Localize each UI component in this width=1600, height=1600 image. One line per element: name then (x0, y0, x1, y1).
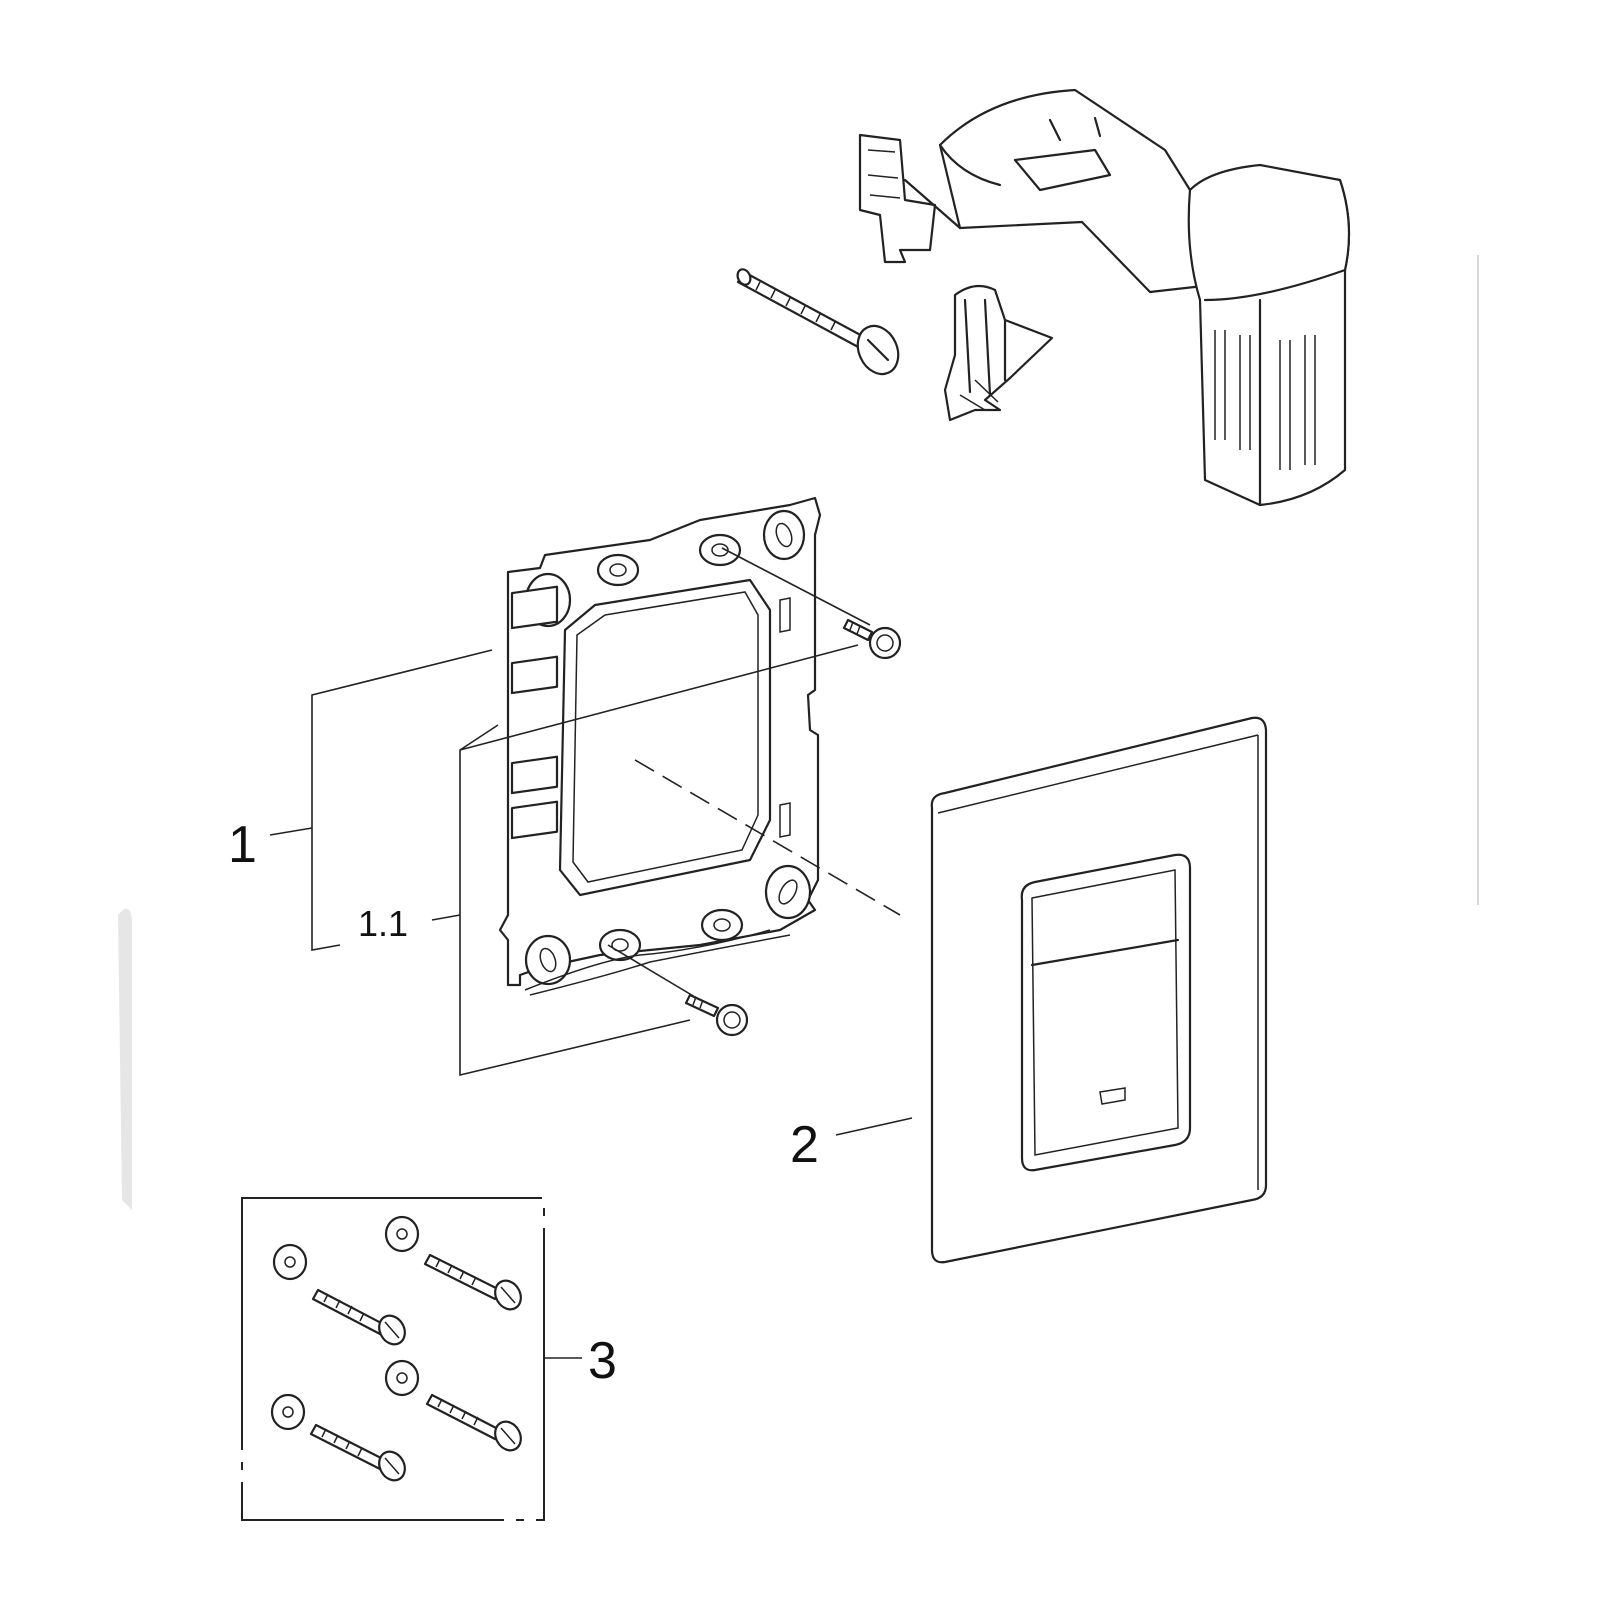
frame-screw-lower (684, 993, 749, 1037)
cover-plate (930, 716, 1268, 1264)
screw-kit-box (241, 1197, 545, 1521)
callout-2: 2 (790, 1116, 819, 1174)
mounting-bracket-assembly (858, 88, 1351, 507)
long-screw (736, 268, 900, 376)
wall-plug-screw-set (270, 1215, 522, 1482)
callout-1-1: 1.1 (358, 903, 408, 944)
callout-3: 3 (588, 1332, 617, 1390)
small-clip-bracket (943, 284, 1054, 422)
callout-1: 1 (228, 816, 257, 874)
mounting-frame (498, 496, 822, 996)
frame-screw-upper (842, 618, 902, 660)
